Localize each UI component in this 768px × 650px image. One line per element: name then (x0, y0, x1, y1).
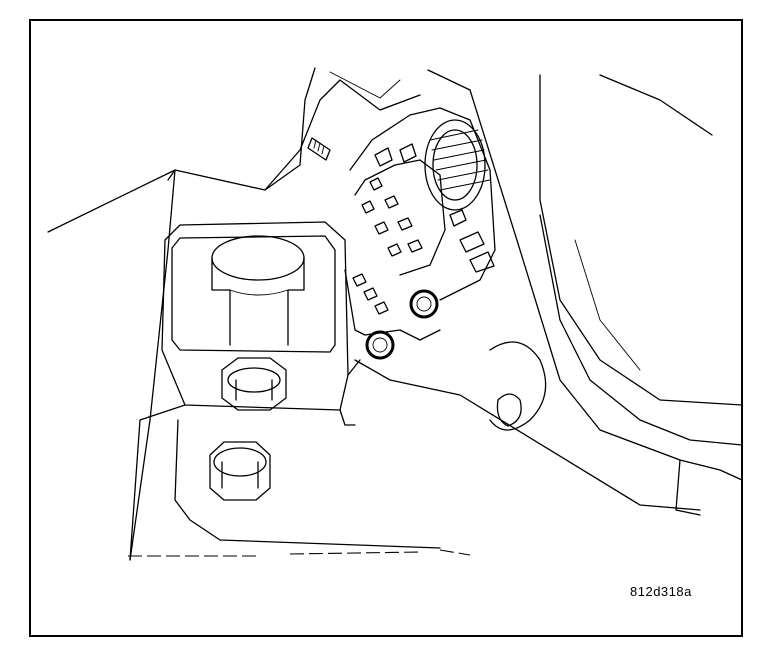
figure-id-label: 812d318a (630, 584, 692, 599)
alternator-bolt-upper (409, 289, 439, 319)
upper-stud (307, 137, 331, 161)
lower-bracket (128, 359, 701, 561)
figure-frame (29, 19, 743, 637)
alternator (344, 107, 496, 341)
alternator-bolt-lower (365, 330, 395, 360)
upper-panel (47, 67, 421, 561)
lower-bolt (209, 441, 271, 501)
housing-bolt (221, 357, 287, 411)
mount-housing (161, 221, 349, 411)
right-structure (427, 69, 743, 516)
